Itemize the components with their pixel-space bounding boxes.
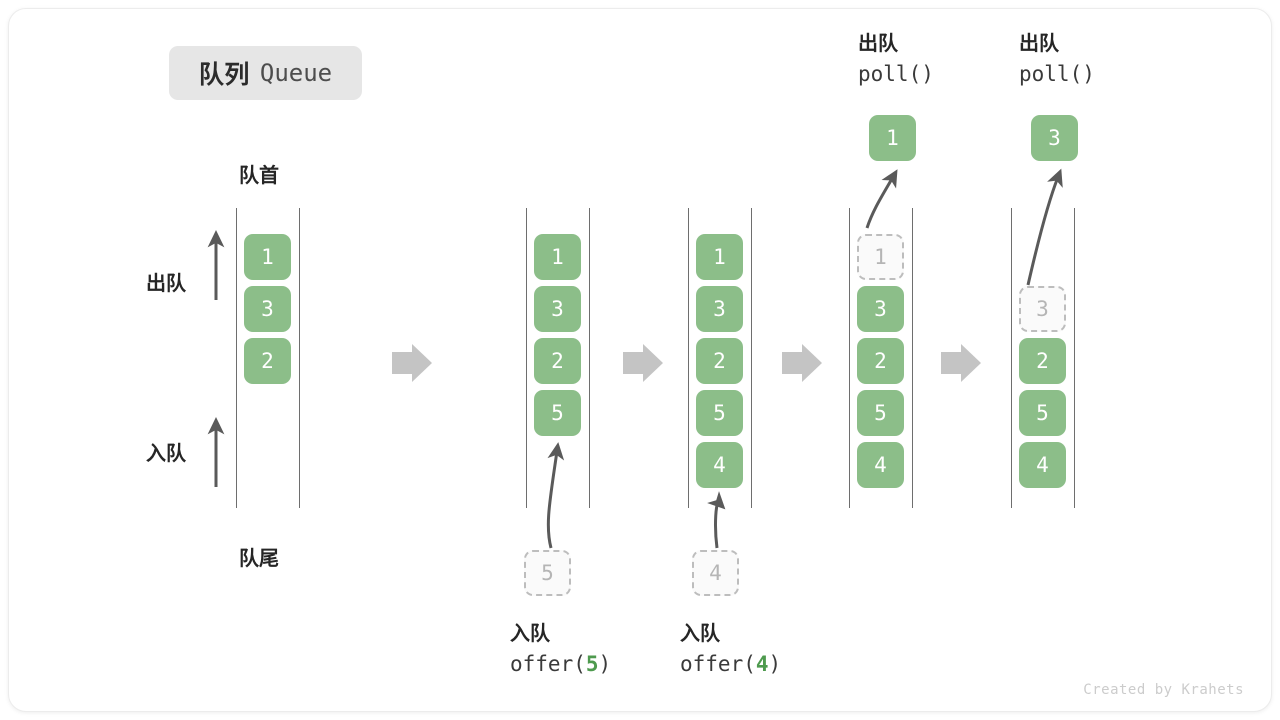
queue-element: 1 xyxy=(244,234,291,280)
queue-element: 4 xyxy=(857,442,904,488)
label-queue-rear: 队尾 xyxy=(239,548,279,570)
queue-element: 4 xyxy=(696,442,743,488)
diagram-card xyxy=(8,8,1272,712)
queue-column-5: 3 2 5 4 xyxy=(1011,208,1075,508)
operation-code: poll() xyxy=(858,62,934,86)
credit-text: Created by Krahets xyxy=(1083,682,1244,698)
queue-rail-left xyxy=(688,208,689,508)
poll-result-box-1: 1 xyxy=(869,115,916,161)
queue-element: 5 xyxy=(696,390,743,436)
queue-rail-right xyxy=(589,208,590,508)
poll-result-box-3: 3 xyxy=(1031,115,1078,161)
queue-rail-right xyxy=(912,208,913,508)
queue-element: 2 xyxy=(244,338,291,384)
queue-element-removing: 3 xyxy=(1019,286,1066,332)
label-queue-front: 队首 xyxy=(239,165,279,187)
queue-rail-right xyxy=(751,208,752,508)
queue-rail-right xyxy=(299,208,300,508)
operation-name-cn: 入队 xyxy=(510,623,550,645)
title-english: Queue xyxy=(259,59,333,87)
operation-code: offer(5) xyxy=(510,652,612,676)
queue-element: 5 xyxy=(857,390,904,436)
queue-element: 3 xyxy=(244,286,291,332)
queue-element: 5 xyxy=(534,390,581,436)
operation-label-poll-1: 出队 poll() xyxy=(858,30,934,89)
operation-label-offer-5: 入队 offer(5) xyxy=(510,620,611,679)
operation-name-cn: 出队 xyxy=(1019,33,1059,55)
operation-label-offer-4: 入队 offer(4) xyxy=(680,620,781,679)
queue-rail-right xyxy=(1074,208,1075,508)
queue-column-1: 1 3 2 xyxy=(236,208,300,508)
queue-element: 3 xyxy=(857,286,904,332)
queue-element: 5 xyxy=(1019,390,1066,436)
operation-arg: 5 xyxy=(585,652,599,676)
queue-element: 1 xyxy=(696,234,743,280)
queue-rail-left xyxy=(1011,208,1012,508)
queue-column-2: 1 3 2 5 xyxy=(526,208,590,508)
queue-rail-left xyxy=(526,208,527,508)
queue-element: 2 xyxy=(696,338,743,384)
queue-rail-left xyxy=(849,208,850,508)
queue-element: 3 xyxy=(534,286,581,332)
label-enqueue-direction: 入队 xyxy=(146,443,186,465)
operation-code: poll() xyxy=(1019,62,1095,86)
title-badge: 队列 Queue xyxy=(169,46,362,100)
queue-column-3: 1 3 2 5 4 xyxy=(688,208,752,508)
offer-input-ghost-5: 5 xyxy=(524,550,571,596)
queue-element: 2 xyxy=(857,338,904,384)
queue-rail-left xyxy=(236,208,237,508)
operation-name-cn: 出队 xyxy=(858,33,898,55)
queue-element: 4 xyxy=(1019,442,1066,488)
queue-element: 1 xyxy=(534,234,581,280)
queue-element: 3 xyxy=(696,286,743,332)
queue-column-4: 1 3 2 5 4 xyxy=(849,208,913,508)
queue-element-removing: 1 xyxy=(857,234,904,280)
operation-label-poll-3: 出队 poll() xyxy=(1019,30,1095,89)
queue-element: 2 xyxy=(1019,338,1066,384)
operation-arg: 4 xyxy=(755,652,769,676)
operation-name-cn: 入队 xyxy=(680,623,720,645)
operation-code: offer(4) xyxy=(680,652,782,676)
label-dequeue-direction: 出队 xyxy=(146,273,186,295)
queue-element: 2 xyxy=(534,338,581,384)
title-chinese: 队列 xyxy=(198,61,250,89)
offer-input-ghost-4: 4 xyxy=(692,550,739,596)
